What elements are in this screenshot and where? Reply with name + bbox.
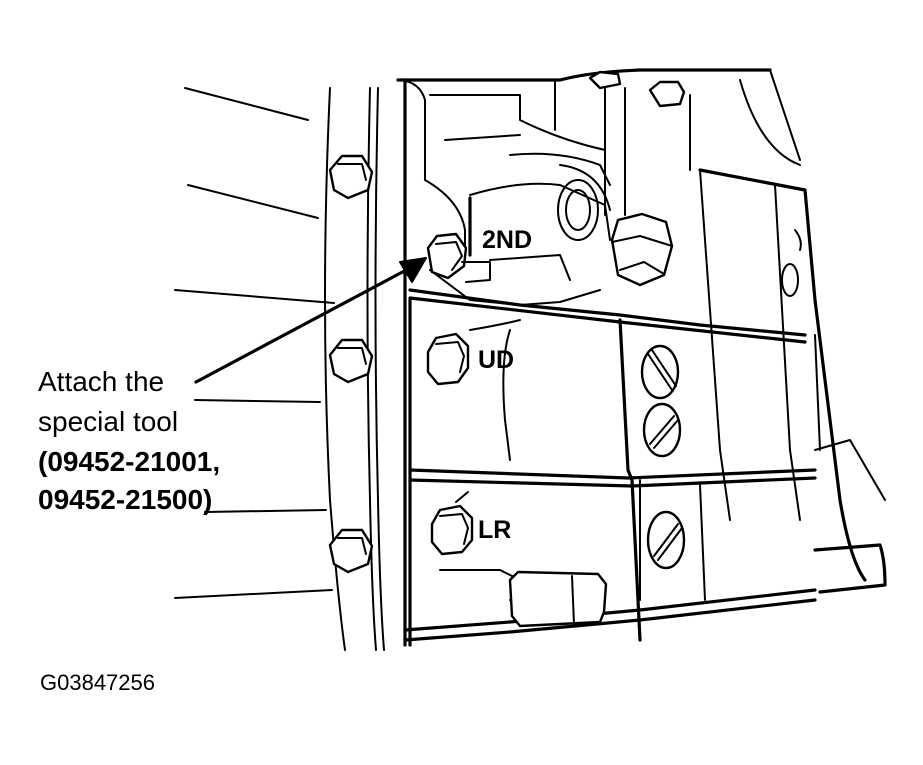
- screw-3: [646, 510, 686, 570]
- flange-bolt-middle: [328, 338, 374, 384]
- callout-tool-number-2: 09452-21500): [38, 484, 213, 515]
- leader-lines: [174, 87, 335, 599]
- figure-id: G03847256: [40, 670, 155, 695]
- callout-tool-number-1: (09452-21001,: [38, 446, 221, 477]
- slotted-screws: [640, 344, 686, 570]
- port-label-ud: UD: [478, 346, 515, 374]
- screw-2: [642, 402, 682, 458]
- flange-bolts: [328, 154, 374, 574]
- port-label-2nd: 2ND: [482, 226, 533, 254]
- callout-line-2: special tool: [38, 406, 179, 437]
- valve-body-panels: [403, 288, 821, 647]
- screw-1: [640, 344, 680, 400]
- port-label-lr: LR: [478, 516, 512, 544]
- flange-bolt-top: [328, 154, 374, 200]
- lr-port-fitting: [430, 491, 474, 556]
- callout-line-1: Attach the: [38, 366, 165, 397]
- case-outline: [324, 68, 887, 651]
- flange-bolt-bottom: [328, 528, 374, 574]
- callout-arrow: [194, 257, 427, 384]
- ud-port-fitting: [426, 332, 470, 386]
